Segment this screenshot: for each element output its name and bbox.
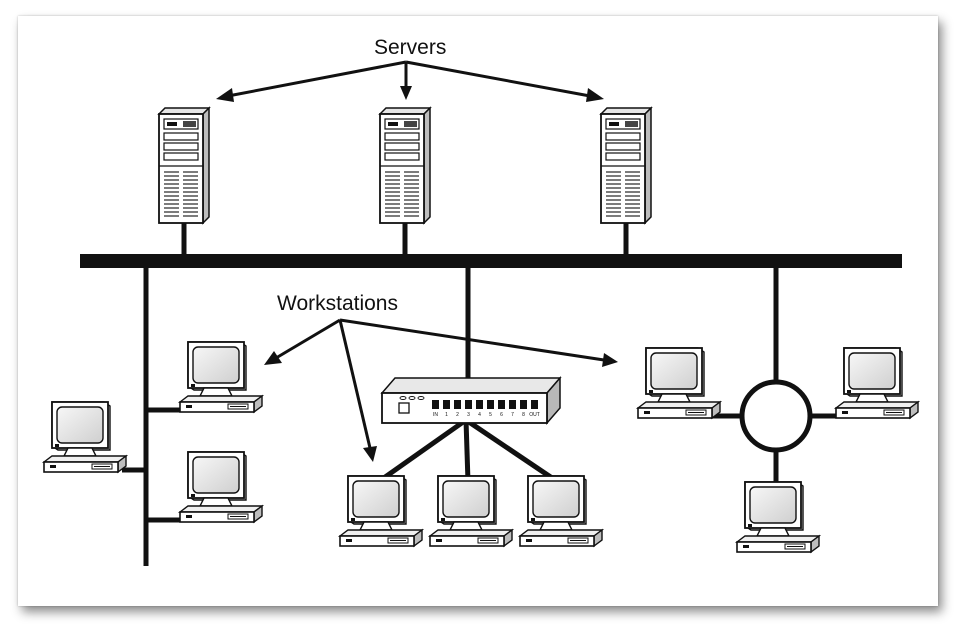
workstation-hub-right	[519, 475, 603, 547]
hub-port-label: OUT	[529, 412, 540, 418]
hub-spokes	[376, 417, 560, 485]
hub-port-label: IN	[433, 412, 438, 418]
server-2	[379, 107, 431, 224]
hub-port-label: 4	[478, 412, 481, 418]
workstation-left-middle	[43, 401, 127, 473]
hub-port-label: 1	[445, 412, 448, 418]
server-1	[158, 107, 210, 224]
workstation-hub-left	[339, 475, 423, 547]
workstation-ring-bottom	[736, 481, 820, 553]
token-ring	[739, 379, 813, 453]
server-3	[600, 107, 652, 224]
workstations-label: Workstations	[277, 292, 398, 315]
workstation-left-bottom	[179, 451, 263, 523]
hub-port-label: 5	[489, 412, 492, 418]
servers-label: Servers	[374, 36, 446, 59]
servers-arrows	[216, 60, 604, 102]
workstation-hub-center	[429, 475, 513, 547]
hub-port-label: 3	[467, 412, 470, 418]
workstation-ring-left	[637, 347, 721, 419]
backbone-bus	[80, 254, 902, 268]
workstation-left-top	[179, 341, 263, 413]
workstation-ring-right	[835, 347, 919, 419]
workstations-arrows	[264, 318, 618, 462]
hub-port-label: 2	[456, 412, 459, 418]
hub-port-label: 8	[522, 412, 525, 418]
hub-port-label: 7	[511, 412, 514, 418]
network-hub: IN 1 2 3 4 5 6 7 8 OUT	[380, 375, 562, 426]
hub-port-label: 6	[500, 412, 503, 418]
